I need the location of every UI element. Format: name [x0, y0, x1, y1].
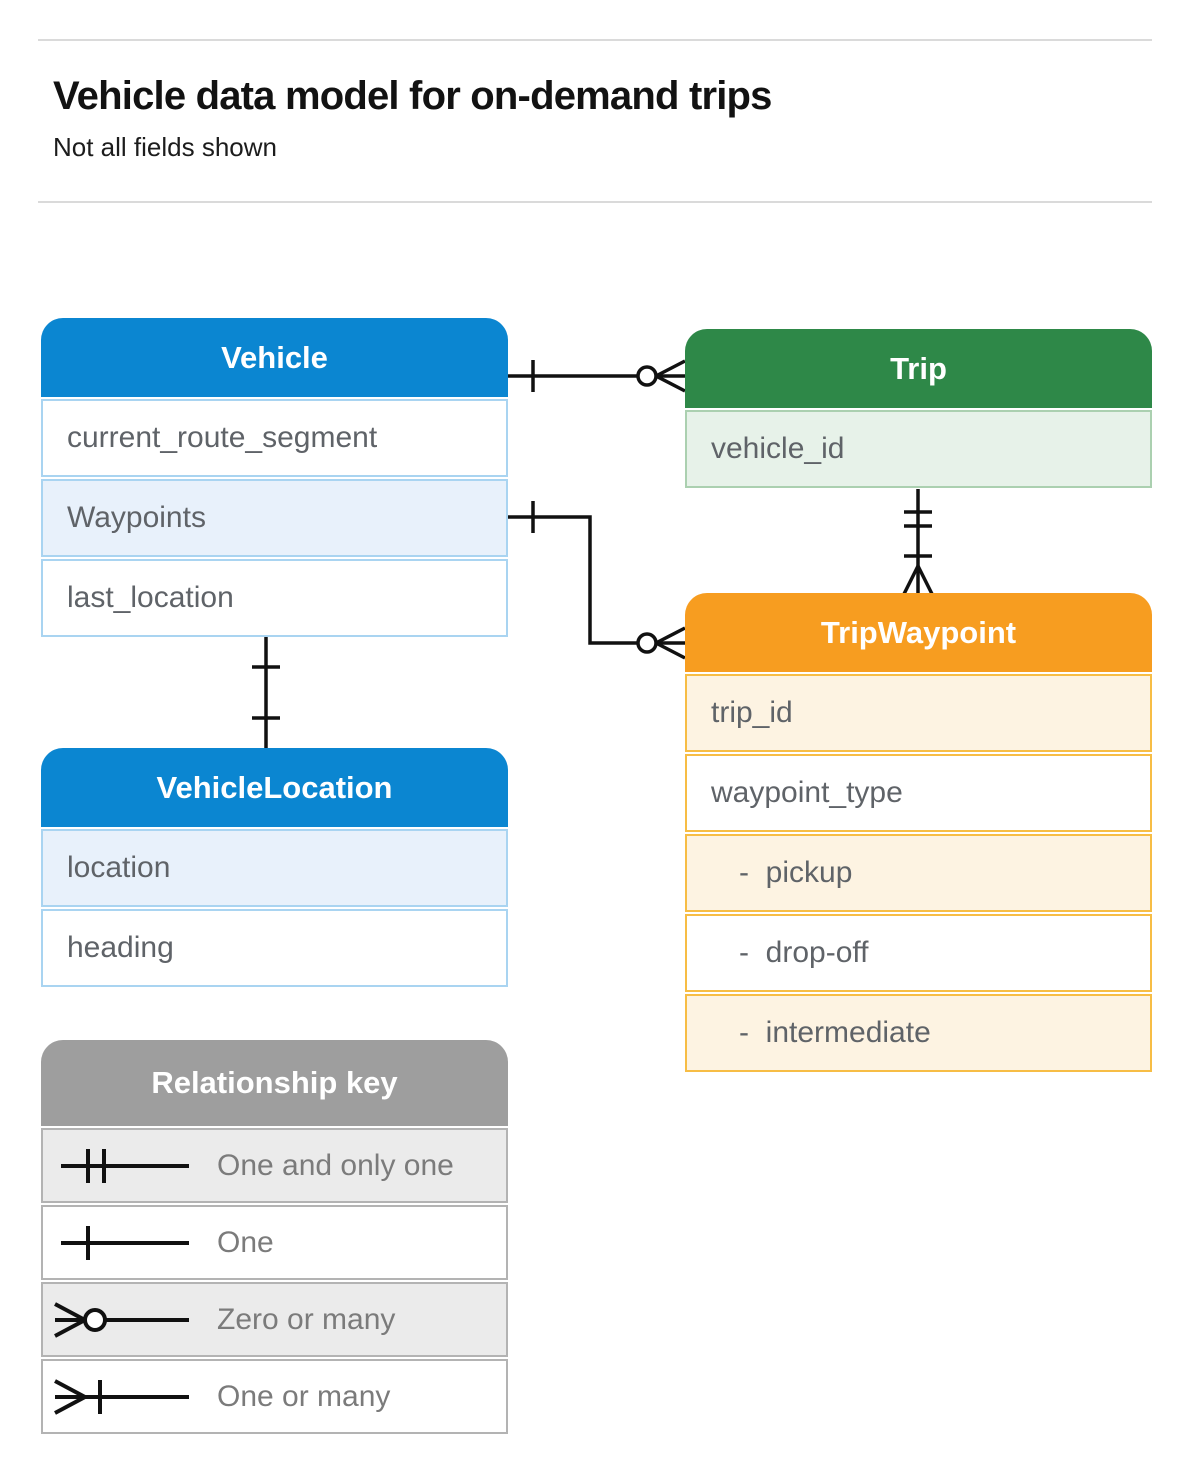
entity-vehicle-title: Vehicle: [41, 318, 508, 397]
field-current-route-segment: current_route_segment: [41, 399, 508, 477]
legend-row-one-or-many: One or many: [41, 1359, 508, 1434]
field-label: - pickup: [739, 856, 853, 889]
entity-tripwaypoint-title: TripWaypoint: [685, 593, 1152, 672]
field-label: Waypoints: [67, 501, 206, 534]
relationship-key: Relationship key One and only one One: [41, 1040, 508, 1434]
zero-or-many-icon: [54, 1301, 189, 1338]
one-and-only-one-icon: [61, 1148, 189, 1183]
field-drop-off: - drop-off: [685, 914, 1152, 992]
zero-or-many-marker: [636, 359, 686, 393]
legend-label: One and only one: [217, 1148, 454, 1182]
field-last-location: last_location: [41, 559, 508, 637]
field-label: last_location: [67, 581, 234, 614]
trip-tripwaypoint-connector: [902, 489, 934, 595]
field-vehicle-id: vehicle_id: [685, 410, 1152, 488]
field-trip-id: trip_id: [685, 674, 1152, 752]
legend-label: One: [217, 1225, 274, 1259]
field-label: waypoint_type: [711, 776, 903, 809]
field-label: heading: [67, 931, 174, 964]
legend-label: One or many: [217, 1379, 391, 1413]
page-title: Vehicle data model for on-demand trips: [53, 74, 772, 118]
one-icon: [61, 1225, 189, 1260]
entity-vehiclelocation-fields: location heading: [41, 829, 508, 987]
field-label: location: [67, 851, 171, 884]
vehicle-trip-connector: [508, 359, 686, 393]
one-and-only-one-marker: [904, 510, 932, 528]
legend-row-one-and-only-one: One and only one: [41, 1128, 508, 1203]
entity-trip-fields: vehicle_id: [685, 410, 1152, 488]
field-heading: heading: [41, 909, 508, 987]
entity-trip: Trip vehicle_id: [685, 329, 1152, 488]
top-divider: [38, 39, 1152, 41]
zero-or-many-marker: [636, 626, 686, 660]
field-label: - drop-off: [739, 936, 869, 969]
field-label: trip_id: [711, 696, 793, 729]
field-label: current_route_segment: [67, 421, 378, 454]
one-or-many-marker: [902, 554, 934, 595]
legend-row-one: One: [41, 1205, 508, 1280]
waypoints-tripwaypoint-connector: [508, 501, 686, 660]
entity-tripwaypoint-fields: trip_id waypoint_type - pickup - drop-off - …: [685, 674, 1152, 1072]
relationship-key-title: Relationship key: [41, 1040, 508, 1126]
one-or-many-icon: [54, 1378, 189, 1415]
field-label: - intermediate: [739, 1016, 931, 1049]
field-location: location: [41, 829, 508, 907]
page-subtitle: Not all fields shown: [53, 132, 277, 162]
entity-trip-title: Trip: [685, 329, 1152, 408]
field-waypoint-type: waypoint_type: [685, 754, 1152, 832]
field-label: vehicle_id: [711, 432, 845, 465]
subtitle-divider: [38, 201, 1152, 203]
legend-label: Zero or many: [217, 1302, 396, 1336]
field-waypoints: Waypoints: [41, 479, 508, 557]
entity-vehiclelocation-title: VehicleLocation: [41, 748, 508, 827]
legend-row-zero-or-many: Zero or many: [41, 1282, 508, 1357]
field-pickup: - pickup: [685, 834, 1152, 912]
field-intermediate: - intermediate: [685, 994, 1152, 1072]
entity-tripwaypoint: TripWaypoint trip_id waypoint_type - picku…: [685, 593, 1152, 1072]
entity-vehiclelocation: VehicleLocation location heading: [41, 748, 508, 987]
vehicle-vehiclelocation-connector: [252, 637, 280, 748]
